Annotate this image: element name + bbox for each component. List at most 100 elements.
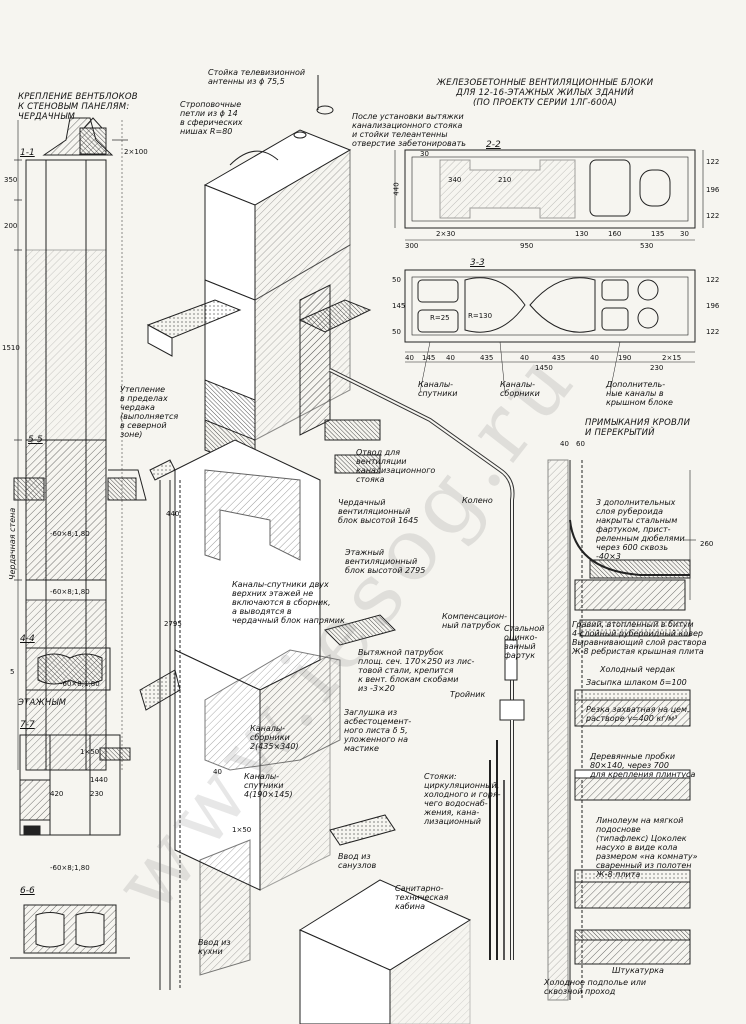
apron: Стальной оцинко- ванный фартук (504, 624, 545, 660)
dim-3-3-right-2: 122 (706, 328, 720, 336)
dim-3-3-b7: 190 (618, 354, 632, 362)
dim-3-3-right-1: 196 (706, 302, 720, 310)
roof-title: ПРИМЫКАНИЯ КРОВЛИ И ПЕРЕКРЫТИЙ (585, 418, 691, 438)
dim-3-3-left-1: 145 (392, 302, 406, 310)
roof-layers: 3 дополнительных слоя рубероида накрыты … (596, 498, 685, 561)
dim-3-3-r2: R=130 (468, 312, 493, 320)
wood-plugs: Деревянные пробки 80×140, через 700 для … (590, 752, 696, 779)
dim-3-3-right-0: 122 (706, 276, 720, 284)
left-title: КРЕПЛЕНИЕ ВЕНТБЛОКОВ К СТЕНОВЫМ ПАНЕЛЯМ:… (18, 92, 138, 122)
section-4-4: 4-4 (20, 634, 35, 644)
dim-misc-5: 1×50 (232, 826, 252, 834)
main-title: ЖЕЛЕЗОБЕТОННЫЕ ВЕНТИЛЯЦИОННЫЕ БЛОКИ ДЛЯ … (436, 78, 654, 108)
linoleum: Линолеум на мягкой подоснове (типафлекс)… (596, 816, 698, 879)
caption-attic-wall: Чердачная стена (8, 507, 17, 580)
section-5-5: 5-5 (28, 435, 43, 445)
section-6-6: 6-6 (20, 886, 35, 896)
dim-left-1: 350 (4, 176, 18, 184)
dim-3-3-b4: 40 (520, 354, 529, 362)
dim-3-3-b5: 435 (552, 354, 566, 362)
dim-misc-8: 260 (700, 540, 714, 548)
callout-collectors: Каналы- сборники 2(435×340) (250, 724, 299, 751)
dim-left-4: 440 (166, 510, 180, 518)
dim-3-3-left-2: 50 (392, 328, 401, 336)
dim-2-2-right-2: 122 (706, 212, 720, 220)
dim-2-2-left: 440 (392, 182, 401, 196)
dim-misc-1: -60×8;1,80 (50, 588, 90, 596)
dim-left-7: 420 (50, 790, 64, 798)
callout-plug: Заглушка из асбестоцемент- ного листа δ … (344, 708, 412, 753)
section-7-7: 7-7 (20, 720, 35, 730)
reinforcement: Резка захватная на цем. растворе γ=400 к… (586, 705, 690, 723)
callout-after-install: После установки вытяжки канализационного… (352, 112, 466, 148)
callout-satellite-note: Каналы-спутники двух верхних этажей не в… (232, 580, 345, 625)
callout-kitchen-inlet: Ввод из кухни (198, 938, 231, 956)
dim-3-3-r1: R=25 (430, 314, 450, 322)
dim-2-2-bottom-1: 950 (520, 242, 534, 250)
dim-2-2-right-0: 122 (706, 158, 720, 166)
dim-left-6: 1440 (90, 776, 108, 784)
dim-2-2-top-0: 30 (420, 150, 429, 158)
dim-left-3: 1510 (2, 344, 20, 352)
dim-3-3-b0: 40 (405, 354, 414, 362)
dim-2-2-mid-4: 30 (680, 230, 689, 238)
dim-misc-9: 40 (213, 768, 222, 776)
callout-insulation: Утепление в пределах чердака (выполняетс… (120, 385, 179, 439)
slag: Засыпка шлаком δ=100 (586, 678, 687, 687)
callout-cabin: Санитарно- техническая кабина (395, 884, 449, 911)
caption-collectors: Каналы- сборники (500, 380, 540, 398)
callout-attic-block: Чердачный вентиляционный блок высотой 16… (338, 498, 419, 525)
callout-bath-inlet: Ввод из санузлов (338, 852, 377, 870)
caption-extra: Дополнитель- ные каналы в крышном блоке (606, 380, 673, 407)
callout-satellites: Каналы- спутники 4(190×145) (244, 772, 293, 799)
dim-2-2-bottom-0: 300 (405, 242, 419, 250)
dim-left-2: 200 (4, 222, 18, 230)
dim-2-2-mid-3: 135 (651, 230, 665, 238)
dim-misc-0: -60×8;1,80 (50, 530, 90, 538)
plaster: Штукатурка (612, 966, 664, 975)
roofing: Гравий, втопленный в битум 4-слойный руб… (572, 620, 707, 656)
callout-risers: Стояки: циркуляционный, холодного и горя… (424, 772, 501, 826)
dim-3-3-left-0: 50 (392, 276, 401, 284)
section-2-2: 2-2 (486, 140, 501, 150)
callout-compensation: Компенсацион- ный патрубок (442, 612, 507, 630)
dim-left-5: 230 (90, 790, 104, 798)
plan-sections (394, 149, 704, 393)
callout-knee: Колено (462, 496, 493, 505)
dim-misc-2: -60×8;1,80 (60, 680, 100, 688)
callout-floor-block: Этажный вентиляционный блок высотой 2795 (345, 548, 426, 575)
dim-3-3-b6: 40 (590, 354, 599, 362)
callout-exhaust: Вытяжной патрубок площ. сеч. 170×250 из … (358, 648, 475, 693)
left-elevation (10, 117, 147, 959)
dim-2-2-mid-2: 160 (608, 230, 622, 238)
dim-misc-6: 40 (560, 440, 569, 448)
callout-loops: Строповочные петли из ϕ 14 в сферических… (180, 100, 243, 136)
roof-details (547, 459, 696, 1001)
dim-2-2-mid-0: 2×30 (436, 230, 456, 238)
dim-3-3-b1: 145 (422, 354, 436, 362)
cold-attic: Холодный чердак (600, 665, 676, 674)
dim-3-3-sub: 230 (650, 364, 664, 372)
section-3-3: 3-3 (470, 258, 485, 268)
callout-antenna: Стойка телевизионной антенны из ϕ 75,5 (208, 68, 306, 86)
dim-2-2-right-1: 196 (706, 186, 720, 194)
dim-3-3-b3: 435 (480, 354, 494, 362)
dim-left-8: 2795 (164, 620, 182, 628)
dim-2-2-top-3: 340 (448, 176, 462, 184)
dim-misc-3: -60×8;1,80 (50, 864, 90, 872)
caption-satellites: Каналы- спутники (418, 380, 458, 398)
dim-2-2-mid-1: 130 (575, 230, 589, 238)
callout-sewer-branch: Отвод для вентиляции канализационного ст… (356, 448, 436, 484)
dim-3-3-total: 1450 (535, 364, 553, 372)
isometric-stack (139, 75, 525, 1024)
dim-3-3-b2: 40 (446, 354, 455, 362)
callout-tee: Тройник (450, 690, 486, 699)
cold-floor: Холодное подполье или сквозной проход (544, 978, 647, 996)
dim-left-0: 2×100 (124, 148, 148, 156)
dim-2-2-bottom-2: 530 (640, 242, 654, 250)
section-1-1: 1-1 (20, 148, 35, 158)
dim-misc-7: 60 (576, 440, 585, 448)
dim-3-3-b8: 2×15 (662, 354, 682, 362)
